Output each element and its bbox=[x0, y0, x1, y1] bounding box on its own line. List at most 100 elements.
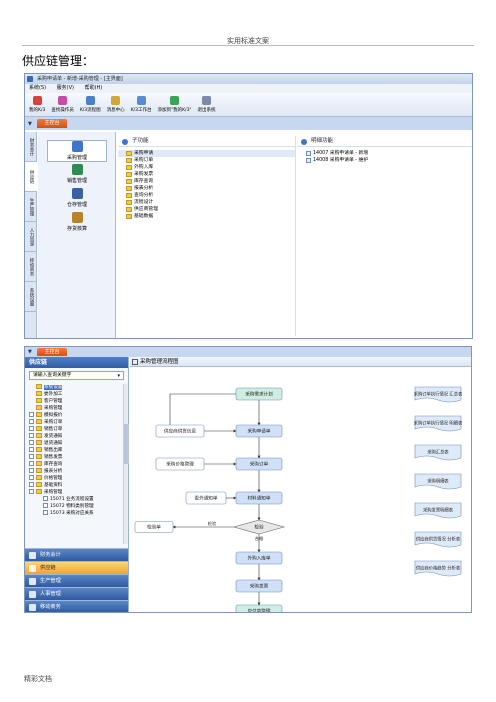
tree-item[interactable]: 系统设置 bbox=[27, 384, 127, 391]
chevron-down-icon[interactable]: ▾ bbox=[117, 373, 120, 379]
toolbar-button-1[interactable]: 查找操作员 bbox=[51, 96, 74, 113]
toolbar-button-0[interactable]: 我的K/3 bbox=[29, 96, 45, 113]
module-3[interactable]: 存货核算 bbox=[47, 212, 107, 232]
tree-item[interactable]: 价格管理 bbox=[27, 475, 127, 482]
vtab-3[interactable]: 人力资源 bbox=[25, 222, 37, 252]
detail-function-item[interactable]: 14007 采购申请单 - 新增 bbox=[297, 150, 472, 157]
toolbar-button-5[interactable]: 添加到"我的K/3" bbox=[158, 96, 192, 113]
expand-icon[interactable] bbox=[29, 482, 34, 487]
tree-item[interactable]: 15071 业务流程设置 bbox=[27, 496, 127, 503]
vtab-2[interactable]: 生产管理 bbox=[25, 192, 37, 222]
nav-button-1[interactable]: 供应链 bbox=[25, 561, 128, 574]
toolbar-button-2[interactable]: K/3流程图 bbox=[80, 96, 101, 113]
collapse-arrow-icon[interactable]: ▼ bbox=[28, 349, 32, 355]
vtab-4[interactable]: 移动商务 bbox=[25, 252, 37, 282]
nav-button-3[interactable]: 人事管理 bbox=[25, 587, 128, 600]
expand-icon[interactable] bbox=[29, 440, 34, 445]
report-node[interactable]: 采购发票明细表 bbox=[414, 502, 462, 519]
edge-label-reject: 检验 bbox=[208, 520, 217, 527]
toolbar-button-3[interactable]: 消息中心 bbox=[107, 96, 125, 113]
sub-function-item[interactable]: 报表分析 bbox=[118, 185, 295, 192]
detail-function-item[interactable]: 14008 采购申请单 - 维护 bbox=[297, 157, 472, 164]
collapse-icon[interactable] bbox=[122, 139, 128, 145]
tab-main-console[interactable]: 主控台 bbox=[37, 348, 67, 356]
expand-icon[interactable] bbox=[29, 468, 34, 473]
tree-item[interactable]: 15073 采购对应关系 bbox=[27, 510, 127, 517]
sub-function-item[interactable]: 基础数据 bbox=[118, 213, 295, 220]
node-supplier-info[interactable]: 供应商供货信息 bbox=[155, 424, 205, 438]
expand-icon[interactable] bbox=[29, 433, 34, 438]
tree-item[interactable]: 采购管理 bbox=[27, 405, 127, 412]
sub-function-item[interactable]: 采购订单 bbox=[118, 157, 295, 164]
expand-icon[interactable] bbox=[29, 419, 34, 424]
node-inbound[interactable]: 外购入库单 bbox=[235, 551, 283, 565]
vtab-5[interactable]: 系统设置 bbox=[25, 282, 37, 312]
expand-icon[interactable] bbox=[29, 461, 34, 466]
nav-button-2[interactable]: 生产管理 bbox=[25, 574, 128, 587]
tree-scrollbar[interactable] bbox=[123, 384, 129, 544]
report-node[interactable]: 供应商价格趋势 分析表 bbox=[414, 560, 462, 577]
tree-item[interactable]: 采购订单 bbox=[27, 419, 127, 426]
sub-function-item[interactable]: 库存查询 bbox=[118, 178, 295, 185]
tree-item[interactable]: 销售发票 bbox=[27, 454, 127, 461]
toolbar-button-6[interactable]: 退出系统 bbox=[198, 96, 216, 113]
end-node[interactable]: 应付款管理 bbox=[235, 604, 283, 613]
expand-icon[interactable] bbox=[29, 489, 34, 494]
tree-item[interactable]: 发货通知 bbox=[27, 433, 127, 440]
report-node[interactable]: 采购汇总表 bbox=[414, 444, 462, 461]
tab-main-console[interactable]: 主控台 bbox=[37, 119, 67, 128]
vtab-0[interactable]: 财务会计 bbox=[25, 132, 37, 162]
node-purchase-order[interactable]: 采购订单 bbox=[235, 457, 283, 471]
node-invoice[interactable]: 采购发票 bbox=[235, 579, 283, 593]
sub-function-panel: 子功能 采购申请采购订单外购入库采购发票库存查询报表分析查询分析流程设计供应商管… bbox=[118, 136, 296, 336]
module-2[interactable]: 仓存管理 bbox=[47, 188, 107, 208]
sub-function-item[interactable]: 流程设计 bbox=[118, 199, 295, 206]
report-node[interactable]: 供应商供货情况 分析表 bbox=[414, 531, 462, 548]
node-price-management[interactable]: 采购价格管理 bbox=[155, 457, 205, 471]
module-1[interactable]: 销售管理 bbox=[47, 164, 107, 184]
expand-icon[interactable] bbox=[29, 454, 34, 459]
tree-item[interactable]: 模拟报价 bbox=[27, 412, 127, 419]
report-node[interactable]: 采购订单执行情况 汇总表 bbox=[414, 386, 463, 403]
vtab-1[interactable]: 供应链 bbox=[25, 162, 37, 192]
decision-node[interactable]: 检验 bbox=[232, 519, 286, 535]
tree-item[interactable]: 客户管理 bbox=[27, 398, 127, 405]
sub-function-item[interactable]: 外购入库 bbox=[118, 164, 295, 171]
tree-item[interactable]: 委外加工 bbox=[27, 391, 127, 398]
sub-function-item[interactable]: 采购申请 bbox=[118, 150, 295, 157]
tree-item[interactable]: 库存查询 bbox=[27, 461, 127, 468]
report-node[interactable]: 采购订单执行情况 明细表 bbox=[414, 415, 463, 432]
tree-item[interactable]: 销售订单 bbox=[27, 426, 127, 433]
start-node[interactable]: 采购需求计划 bbox=[235, 387, 283, 401]
node-inspection-sheet[interactable]: 检验单 bbox=[134, 521, 174, 533]
toolbar-button-4[interactable]: K/3工作台 bbox=[131, 96, 152, 113]
nav-button-4[interactable]: 移动商务 bbox=[25, 600, 128, 612]
module-0[interactable]: 采购管理 bbox=[47, 140, 107, 162]
node-requisition[interactable]: 采购申请单 bbox=[235, 424, 283, 438]
node-material-notice[interactable]: 材料通知单 bbox=[235, 491, 283, 505]
toolbar-label: 消息中心 bbox=[106, 108, 125, 113]
scroll-thumb[interactable] bbox=[124, 424, 129, 464]
expand-icon[interactable] bbox=[29, 447, 34, 452]
tree-item[interactable]: 退货通知 bbox=[27, 440, 127, 447]
tree-item[interactable]: 销售出库 bbox=[27, 447, 127, 454]
sub-function-item[interactable]: 采购发票 bbox=[118, 171, 295, 178]
collapse-arrow-icon[interactable]: ▼ bbox=[28, 121, 32, 127]
sub-function-item[interactable]: 查询分析 bbox=[118, 192, 295, 199]
collapse-icon[interactable] bbox=[301, 139, 307, 145]
menu-service[interactable]: 服务(V) bbox=[56, 85, 74, 91]
sub-function-item[interactable]: 供应商管理 bbox=[118, 206, 295, 213]
report-node[interactable]: 采购明细表 bbox=[414, 473, 462, 490]
menu-system[interactable]: 系统(S) bbox=[29, 85, 47, 91]
node-outsourcing[interactable]: 委外通知单 bbox=[185, 491, 227, 505]
menu-help[interactable]: 帮助(H) bbox=[84, 85, 103, 91]
tree-item[interactable]: 报表分析 bbox=[27, 468, 127, 475]
expand-icon[interactable] bbox=[29, 426, 34, 431]
nav-button-0[interactable]: 财务会计 bbox=[25, 548, 128, 561]
expand-icon[interactable] bbox=[29, 412, 34, 417]
tree-item[interactable]: 基础资料 bbox=[27, 482, 127, 489]
expand-icon[interactable] bbox=[29, 475, 34, 480]
tree-item[interactable]: 15072 物料类别管理 bbox=[27, 503, 127, 510]
tree-item[interactable]: 采购管理 bbox=[27, 489, 127, 496]
nav-search-select[interactable]: 请输入查询关键字 ▾ bbox=[29, 371, 124, 380]
